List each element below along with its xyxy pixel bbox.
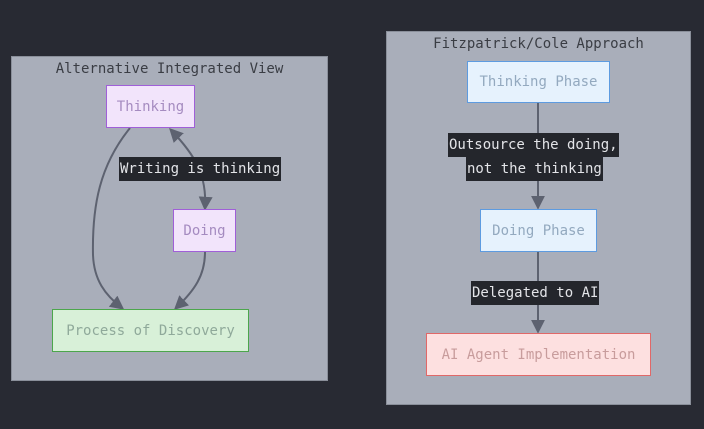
edge-doing-to-discovery — [173, 251, 206, 310]
edge-label-delegated-to-ai: Delegated to AI — [471, 281, 600, 305]
node-thinking[interactable]: Thinking — [106, 85, 195, 128]
edge-thinking-to-discovery — [91, 127, 131, 310]
node-doing[interactable]: Doing — [173, 209, 236, 252]
edge-label-outsource-line1: Outsource the doing, — [448, 133, 619, 157]
edge-label-writing-is-thinking: Writing is thinking — [119, 157, 282, 181]
node-process-of-discovery[interactable]: Process of Discovery — [52, 309, 249, 352]
node-doing-phase[interactable]: Doing Phase — [480, 209, 597, 252]
cluster-title: Fitzpatrick/Cole Approach — [433, 36, 644, 52]
cluster-title: Alternative Integrated View — [55, 61, 284, 77]
node-thinking-phase[interactable]: Thinking Phase — [467, 61, 610, 103]
edge-label-outsource-line2: not the thinking — [466, 157, 603, 181]
node-ai-agent-implementation[interactable]: AI Agent Implementation — [426, 333, 651, 376]
